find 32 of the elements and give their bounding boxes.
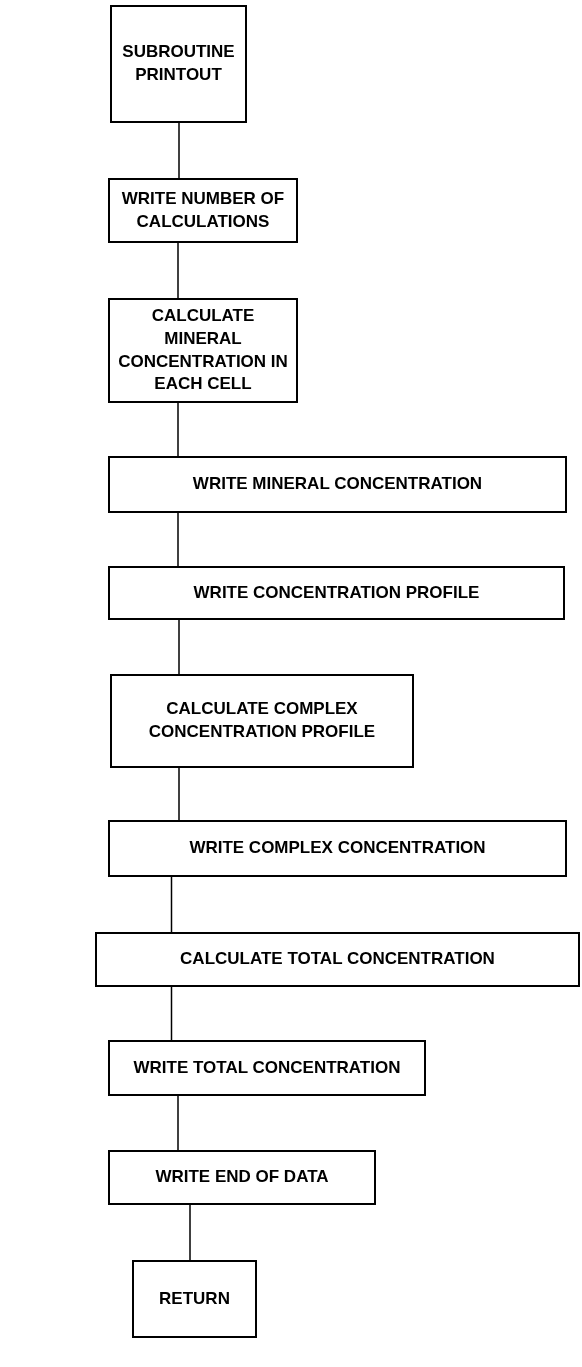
process-box [95,932,580,987]
connector-line [178,619,180,675]
connector-line [170,986,173,1041]
box-text: CALCULATE TOTAL CONCENTRATION [180,948,495,971]
process-box [110,674,414,768]
process-box [108,1040,426,1096]
box-text: WRITE MINERAL CONCENTRATION [192,473,483,496]
process-box [110,5,247,123]
process-box [108,298,298,403]
box-text: SUBROUTINE PRINTOUT [121,41,236,86]
connector-line [177,242,179,299]
box-text: CALCULATE COMPLEX CONCENTRATION PROFILE [147,698,377,743]
process-box [132,1260,257,1338]
connector-line [170,876,173,933]
process-box [108,820,567,877]
process-box [108,456,567,513]
process-box [108,178,298,243]
process-box [108,566,565,620]
box-text: WRITE CONCENTRATION PROFILE [193,581,480,604]
connector-line [177,402,179,457]
connector-line [177,512,179,567]
box-text: WRITE NUMBER OF CALCULATIONS [120,187,286,233]
connector-line [189,1204,191,1261]
connector-line [178,122,180,179]
connector-line [178,767,180,821]
box-text: WRITE END OF DATA [155,1166,329,1189]
box-text: RETURN [159,1287,230,1310]
box-text: WRITE COMPLEX CONCENTRATION [189,837,486,860]
connector-line [177,1095,179,1151]
box-text: WRITE TOTAL CONCENTRATION [133,1056,401,1079]
box-text: CALCULATE MINERAL CONCENTRATION IN EACH CELL [118,304,288,396]
process-box [108,1150,376,1205]
